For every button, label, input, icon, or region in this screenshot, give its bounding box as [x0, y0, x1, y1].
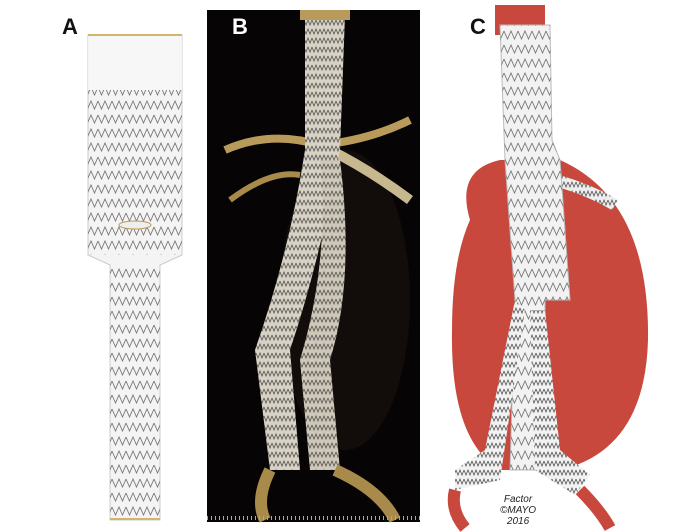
- panel-label-a: A: [62, 14, 78, 39]
- panel-label-b: B: [232, 14, 248, 39]
- panel-b-ct-image: [207, 10, 420, 523]
- panel-c-aneurysm-illustration: [447, 5, 649, 532]
- panel-label-c: C: [470, 14, 486, 39]
- signature-year: 2016: [506, 516, 530, 527]
- signature-copyright: ©MAYO: [500, 505, 537, 516]
- signature-author: Factor: [503, 494, 533, 505]
- copyright-signature: Factor ©MAYO 2016: [500, 494, 536, 527]
- panel-a-stent-graft: [87, 34, 183, 521]
